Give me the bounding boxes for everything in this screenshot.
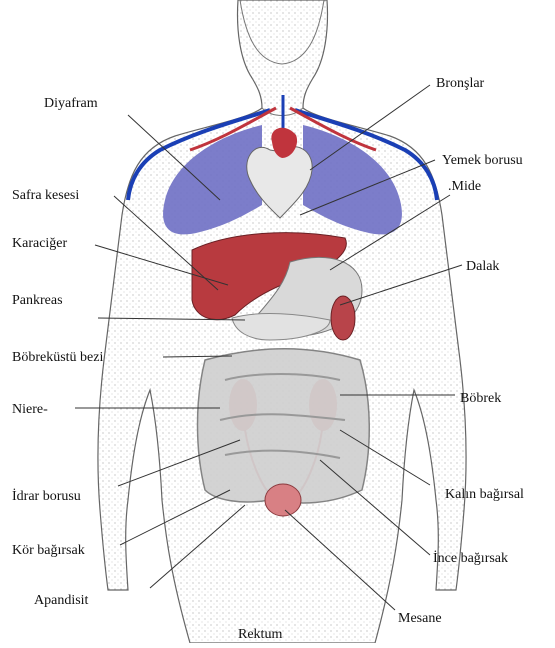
label-bobrek: Böbrek [460, 391, 501, 406]
label-ince-bagirsak: İnce bağırsak [433, 550, 508, 566]
label-niere: Niere- [12, 402, 48, 417]
label-karaciger: Karaciğer [12, 236, 68, 251]
label-mesane: Mesane [398, 611, 442, 626]
label-bobrekustu-bezi: Böbreküstü bezi [12, 350, 103, 365]
label-dalak: Dalak [466, 259, 499, 274]
label-apandisit: Apandisit [34, 593, 89, 608]
label-kor-bagirsak: Kör bağırsak [12, 543, 85, 558]
label-pankreas: Pankreas [12, 293, 63, 308]
label-diyafram: Diyafram [44, 96, 98, 111]
label-kalin-bagirsak: Kalın bağırsal [445, 487, 524, 502]
label-safra-kesesi: Safra kesesi [12, 188, 79, 203]
label-mide: .Mide [448, 179, 481, 194]
spleen [331, 296, 355, 340]
bladder [265, 484, 301, 516]
label-bronslar: Bronşlar [436, 76, 485, 91]
label-yemek-borusu: Yemek borusu [442, 153, 523, 168]
label-rektum: Rektum [238, 627, 282, 642]
label-idrar-borusu: İdrar borusu [12, 488, 81, 504]
